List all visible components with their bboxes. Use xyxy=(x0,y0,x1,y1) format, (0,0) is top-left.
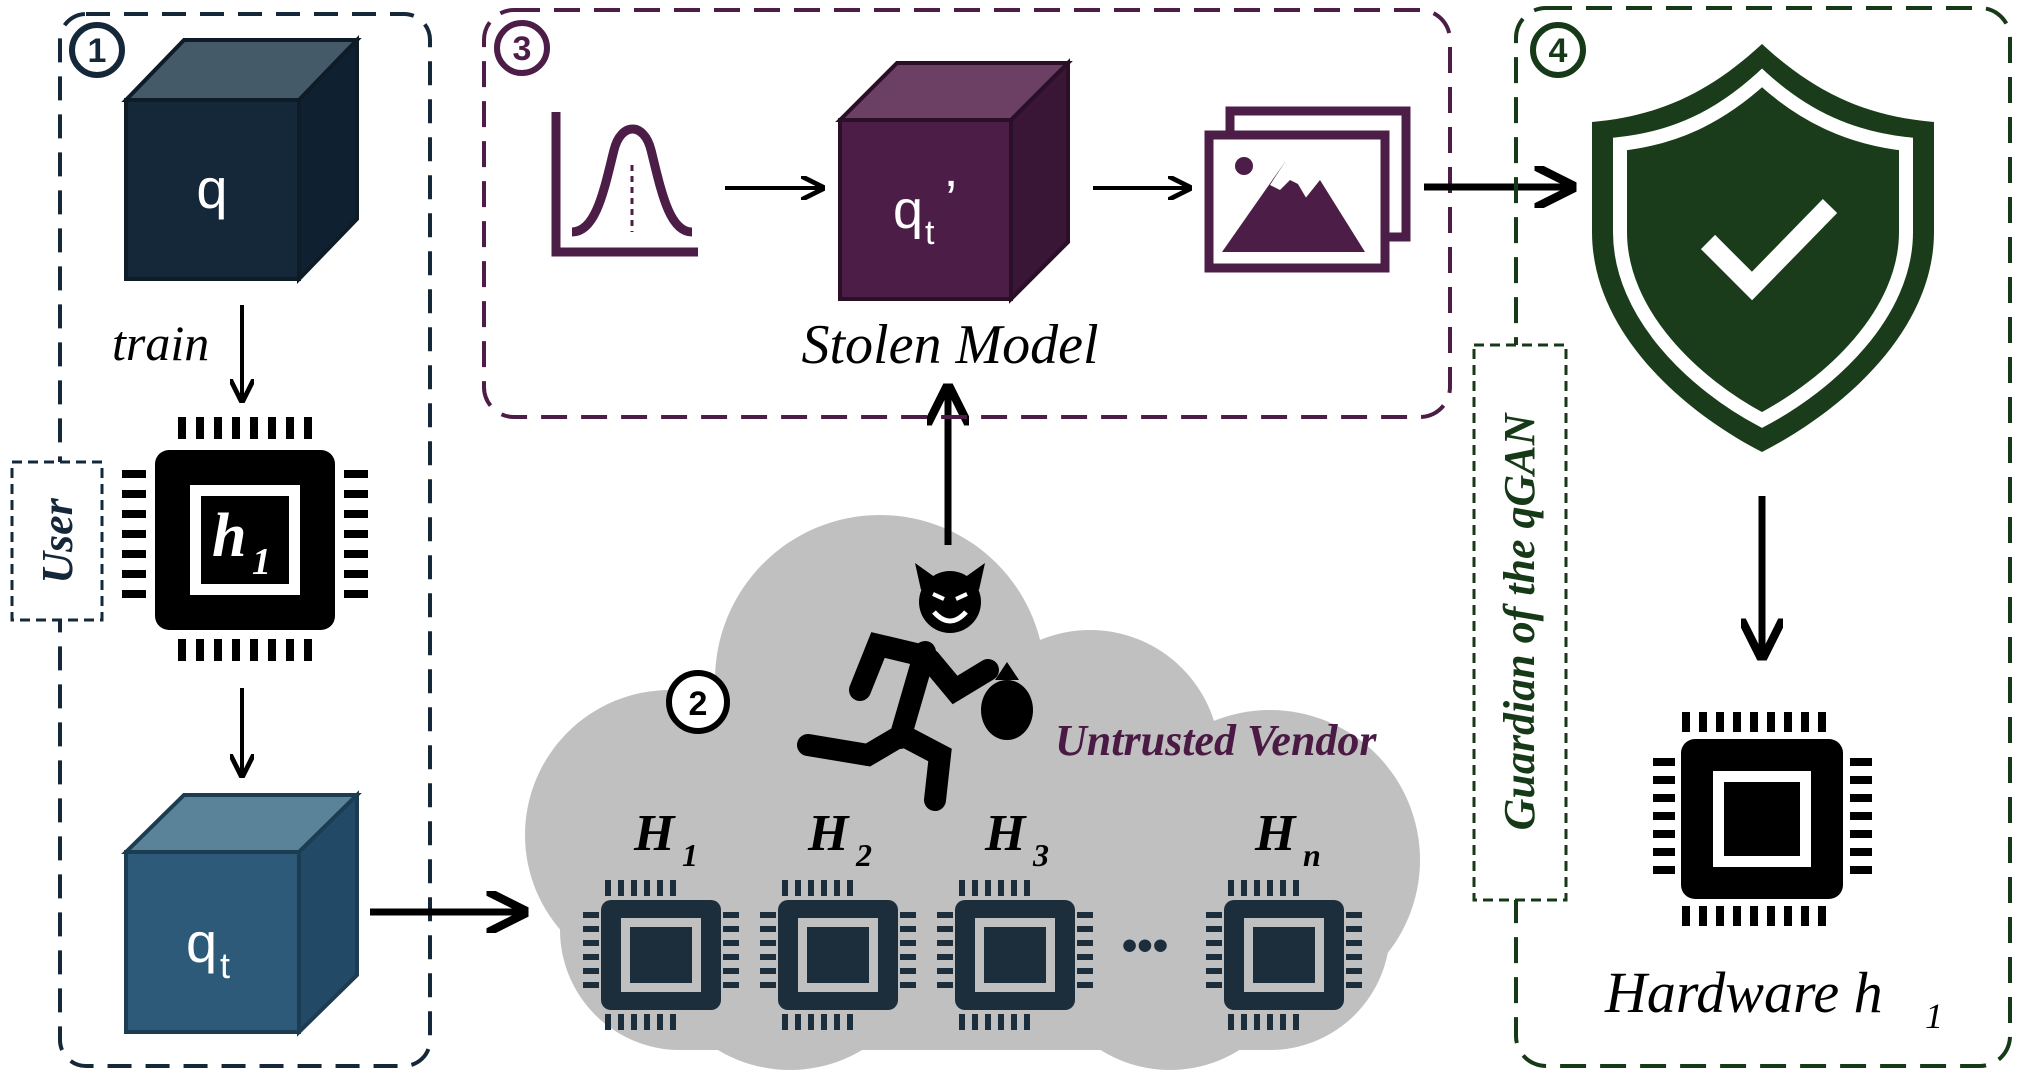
stolen-model-panel: 3 q t ’ Stolen Model xyxy=(482,8,1452,419)
chip-h1-label: h xyxy=(212,502,246,570)
step-number-4: 4 xyxy=(1549,32,1568,70)
stolen-model-caption: Stolen Model xyxy=(801,314,1098,376)
chip-H3 xyxy=(937,880,1093,1030)
step-badge-2: 2 xyxy=(666,670,730,734)
chip-h1: h 1 xyxy=(122,417,368,661)
vendor-cloud: 2 Untrusted Vendor xyxy=(525,515,1420,1070)
chip-H3-label: H xyxy=(984,805,1027,862)
chip-Hn-subscript: n xyxy=(1303,837,1321,873)
step-badge-3: 3 xyxy=(494,20,550,76)
model-cube-stolen: q t ’ xyxy=(835,58,1073,304)
step-badge-1: 1 xyxy=(69,22,125,78)
chip-hardware-h1 xyxy=(1653,712,1872,926)
hardware-label: Hardware h xyxy=(1604,960,1883,1025)
chip-H1-subscript: 1 xyxy=(682,837,698,873)
vendor-chip-row: ••• H 1 H 2 H 3 H n xyxy=(583,805,1362,1030)
step-number-2: 2 xyxy=(689,685,708,723)
distribution-icon xyxy=(551,112,698,257)
cube-qt-subscript: t xyxy=(220,945,230,986)
guardian-label: Guardian of the qGAN xyxy=(1495,411,1544,830)
shield-check-icon xyxy=(1592,44,1934,452)
chip-ellipsis: ••• xyxy=(1122,921,1168,970)
chip-H1-label: H xyxy=(633,805,676,862)
model-cube-q: q xyxy=(121,35,362,284)
guardian-panel: 4 Guardian of the qGAN Hardware xyxy=(1472,6,2012,1068)
step-number-1: 1 xyxy=(88,32,107,70)
chip-H1 xyxy=(583,880,739,1030)
chip-Hn xyxy=(1206,880,1362,1030)
chip-H2-label: H xyxy=(807,805,850,862)
untrusted-vendor-label: Untrusted Vendor xyxy=(1055,716,1377,765)
train-label: train xyxy=(112,315,209,371)
guardian-panel-border xyxy=(1514,6,2012,1068)
cube-stolen-subscript: t xyxy=(925,214,935,252)
chip-Hn-label: H xyxy=(1254,805,1297,862)
user-side-label: User xyxy=(10,460,104,622)
model-cube-qt: q t xyxy=(121,790,362,1037)
step-badge-4: 4 xyxy=(1530,22,1586,78)
step-number-3: 3 xyxy=(513,30,532,68)
image-gallery-icon xyxy=(1204,106,1411,273)
stolen-panel-border xyxy=(482,8,1452,419)
user-label: User xyxy=(33,497,82,583)
guardian-side-label: Guardian of the qGAN xyxy=(1472,343,1568,902)
cube-stolen-label: q xyxy=(893,180,923,240)
hardware-subscript: 1 xyxy=(1925,996,1943,1036)
cube-q-label: q xyxy=(196,157,227,220)
devil-thief-icon xyxy=(797,563,1033,811)
cube-qt-label: q xyxy=(186,911,217,974)
chip-H2-subscript: 2 xyxy=(855,837,872,873)
user-panel: 1 User q train h 1 xyxy=(10,12,432,1068)
chip-H3-subscript: 3 xyxy=(1032,837,1049,873)
chip-h1-subscript: 1 xyxy=(252,541,271,583)
chip-H2 xyxy=(760,880,916,1030)
cube-stolen-prime: ’ xyxy=(945,170,957,230)
